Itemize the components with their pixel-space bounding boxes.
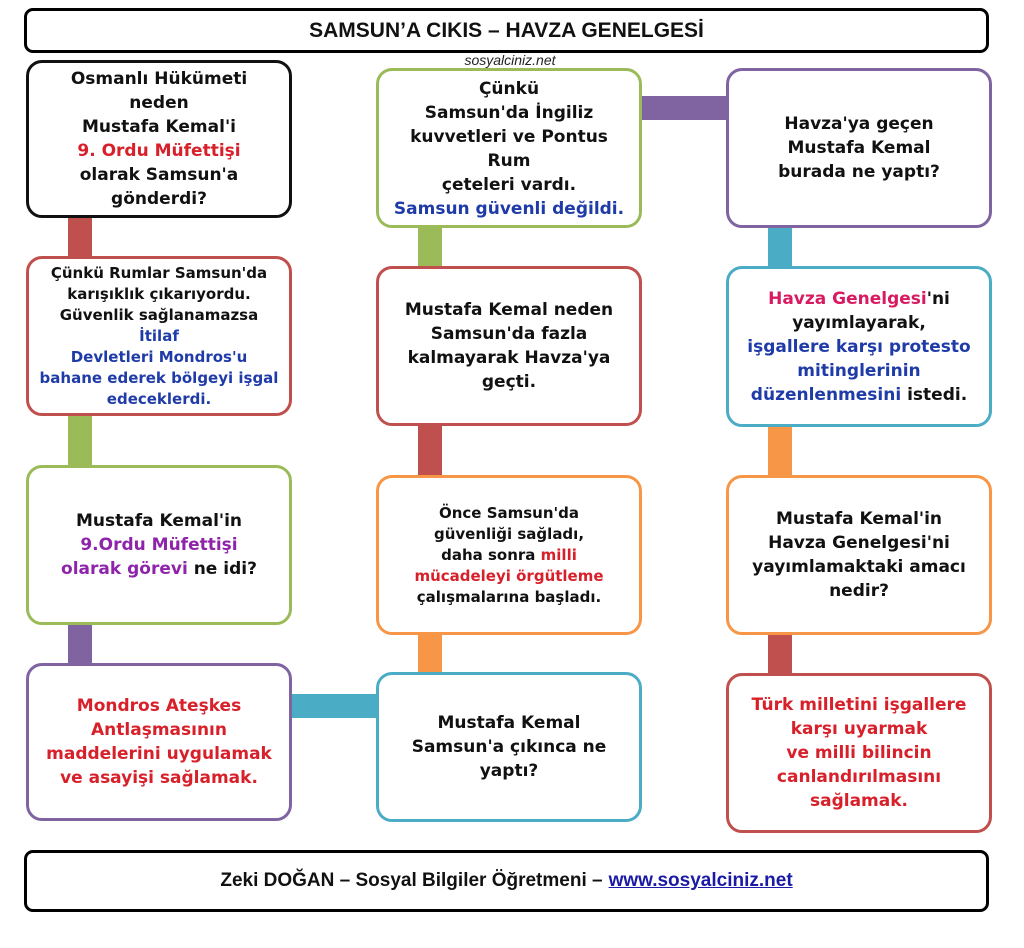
box-text-highlight: bahane ederek bölgeyi işgal: [39, 368, 279, 387]
box-text: Mustafa Kemal neden: [404, 300, 614, 320]
connector-b9-b10: [768, 226, 792, 268]
box-text: Önce Samsun'da: [438, 503, 579, 522]
box-text-highlight: maddelerini uygulamak: [46, 744, 272, 764]
box-text: kalmayarak Havza'ya: [407, 348, 611, 368]
box-text: Mustafa Kemal: [437, 713, 581, 733]
question-box-5: Mustafa Kemal Samsun'a çıkınca ne yaptı?: [376, 672, 642, 822]
box-text: Havza'ya geçen: [784, 114, 934, 134]
box-text: Osmanlı Hükümeti neden: [70, 69, 248, 113]
box-text: Samsun'a çıkınca ne: [411, 737, 607, 757]
connector-b11-b12: [768, 633, 792, 677]
box-text-highlight: mitinglerinin: [797, 360, 921, 381]
box-text: olarak Samsun'a: [79, 165, 239, 185]
answer-box-4: Mondros Ateşkes Antlaşmasının maddelerin…: [26, 663, 292, 821]
box-text: Güvenlik sağlanamazsa: [59, 305, 259, 324]
question-box-3: Mustafa Kemal'in 9.Ordu Müfettişi olarak…: [26, 465, 292, 625]
box-text: yayımlayarak,: [792, 312, 926, 333]
question-box-1: Osmanlı Hükümeti neden Mustafa Kemal'i 9…: [26, 60, 292, 218]
box-text-highlight: 9.Ordu Müfettişi: [80, 535, 238, 555]
question-box-11: Mustafa Kemal'in Havza Genelgesi'ni yayı…: [726, 475, 992, 635]
connector-b4-b5: [290, 694, 380, 718]
answer-box-8: Çünkü Samsun'da İngiliz kuvvetleri ve Po…: [376, 68, 642, 228]
answer-box-6: Önce Samsun'da güvenliği sağladı, daha s…: [376, 475, 642, 635]
box-text-highlight: 9. Ordu Müfettişi: [77, 141, 241, 161]
box-text-highlight: Devletleri Mondros'u: [70, 347, 248, 366]
box-text: kuvvetleri ve Pontus Rum: [410, 127, 608, 171]
box-text-highlight: edeceklerdi.: [106, 389, 212, 408]
box-text-highlight: İtilaf: [139, 326, 179, 345]
box-text: yaptı?: [479, 761, 539, 781]
watermark: sosyalciniz.net: [464, 52, 556, 68]
question-box-7: Mustafa Kemal neden Samsun'da fazla kalm…: [376, 266, 642, 426]
box-text-highlight: işgallere karşı protesto: [747, 336, 971, 357]
connector-b2-b3: [68, 414, 92, 466]
box-text: istedi.: [901, 384, 968, 405]
box-text-highlight: Havza Genelgesi: [768, 288, 927, 309]
box-text-highlight: canlandırılmasını: [776, 767, 942, 787]
connector-b3-b4: [68, 623, 92, 665]
connector-b10-b11: [768, 425, 792, 477]
box-text: Çünkü Rumlar Samsun'da: [50, 263, 268, 282]
box-text-highlight: Mondros Ateşkes: [76, 696, 242, 716]
website-link[interactable]: www.sosyalciniz.net: [608, 870, 793, 891]
connector-b1-b2: [68, 216, 92, 258]
answer-box-2: Çünkü Rumlar Samsun'da karışıklık çıkarı…: [26, 256, 292, 416]
box-text-highlight: mücadeleyi örgütleme: [414, 566, 604, 585]
box-text: burada ne yaptı?: [778, 162, 940, 182]
box-text: geçti.: [481, 372, 537, 392]
box-text-highlight: karşı uyarmak: [790, 719, 928, 739]
connector-b7-b8: [418, 226, 442, 268]
box-text: 'ni: [926, 288, 950, 309]
box-text: Mustafa Kemal'in: [75, 511, 243, 531]
connector-b8-b9: [640, 96, 730, 120]
box-text: çalışmalarına başladı.: [416, 587, 602, 606]
box-text: gönderdi?: [111, 189, 207, 209]
box-text: Mustafa Kemal'in: [775, 509, 943, 529]
footer-banner: Zeki DOĞAN – Sosyal Bilgiler Öğretmeni –…: [24, 850, 989, 912]
title-banner: SAMSUN’A CIKIS – HAVZA GENELGESİ: [24, 8, 989, 53]
answer-box-10: Havza Genelgesi'ni yayımlayarak, işgalle…: [726, 266, 992, 427]
box-text: ne idi?: [187, 559, 257, 579]
box-text: güvenliği sağladı,: [433, 524, 585, 543]
question-box-9: Havza'ya geçen Mustafa Kemal burada ne y…: [726, 68, 992, 228]
box-text-highlight: Samsun güvenli değildi.: [393, 199, 625, 219]
box-text: nedir?: [829, 581, 889, 601]
box-text: Çünkü: [478, 79, 540, 99]
box-text: Samsun'da fazla: [430, 324, 588, 344]
box-text-highlight: olarak görevi: [61, 559, 188, 579]
box-text-highlight: milli: [540, 545, 577, 564]
box-text-highlight: sağlamak.: [809, 791, 908, 811]
box-text: çeteleri vardı.: [441, 175, 577, 195]
box-text: Mustafa Kemal: [787, 138, 931, 158]
box-text-highlight: Türk milletini işgallere: [751, 695, 967, 715]
box-text-highlight: ve milli bilincin: [786, 743, 932, 763]
box-text: karışıklık çıkarıyordu.: [67, 284, 251, 303]
box-text: Mustafa Kemal'i: [82, 117, 236, 137]
connector-b6-b7: [418, 424, 442, 476]
box-text: yayımlamaktaki amacı: [752, 557, 966, 577]
connector-b5-b6: [418, 633, 442, 675]
box-text: daha sonra: [441, 545, 541, 564]
box-text-highlight: Antlaşmasının: [91, 720, 227, 740]
box-text-highlight: ve asayişi sağlamak.: [60, 768, 258, 788]
box-text-highlight: düzenlenmesini: [750, 384, 902, 405]
box-text: Havza Genelgesi'ni: [768, 533, 950, 553]
author-credit: Zeki DOĞAN – Sosyal Bilgiler Öğretmeni –: [220, 870, 603, 891]
answer-box-12: Türk milletini işgallere karşı uyarmak v…: [726, 673, 992, 833]
box-text: Samsun'da İngiliz: [424, 103, 594, 123]
page-title: SAMSUN’A CIKIS – HAVZA GENELGESİ: [309, 18, 704, 42]
